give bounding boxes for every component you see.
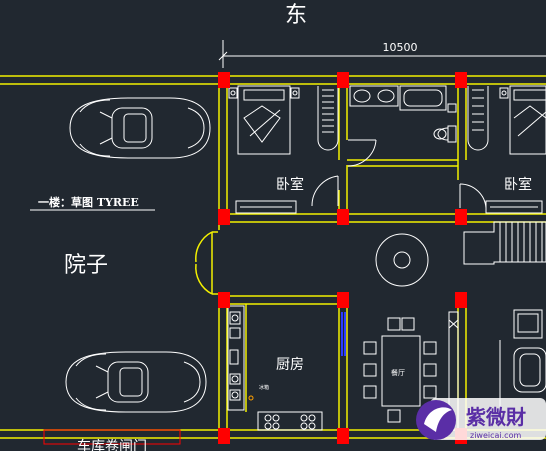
dining-table — [363, 317, 437, 423]
yard-label: 院子 — [64, 253, 108, 278]
floor-title: 一楼：草图 TYREE — [38, 195, 139, 209]
window-bedroom-right — [485, 200, 543, 214]
kitchen-small-note: 冰箱 — [259, 384, 269, 391]
gas-valve-icon — [248, 395, 254, 401]
dimension-line — [218, 40, 546, 68]
garage-door-label: 车库卷闸门 — [77, 438, 147, 451]
sofa-right — [499, 309, 546, 410]
structural-columns — [218, 72, 467, 444]
bedroom-left-label: 卧室 — [276, 176, 304, 193]
round-table — [375, 233, 429, 287]
car-bottom — [65, 351, 207, 413]
garage-door-box — [43, 429, 181, 445]
wardrobe-left — [317, 86, 339, 151]
door-bedroom-right — [459, 183, 487, 209]
window-bedroom-left — [235, 200, 297, 214]
watermark-logo-icon — [416, 400, 456, 440]
bathroom-fixtures — [349, 85, 457, 143]
watermark: 紫微財 ziweicai.com — [416, 398, 546, 440]
dining-label: 餐厅 — [391, 368, 405, 377]
staircase — [463, 221, 546, 265]
bed-left — [228, 85, 300, 155]
door-bathroom — [347, 139, 377, 167]
bedroom-right-label: 卧室 — [504, 176, 532, 193]
main-entrance-door — [195, 231, 218, 295]
wardrobe-right — [467, 86, 489, 151]
door-bedroom-left — [311, 175, 339, 207]
car-top — [69, 97, 211, 159]
kitchen-counter-left — [227, 305, 245, 411]
bed-right — [499, 85, 546, 155]
direction-label: 东 — [285, 3, 307, 28]
watermark-url: ziweicai.com — [470, 431, 521, 440]
kitchen-counter-bottom — [257, 411, 323, 431]
watermark-text: 紫微財 — [466, 405, 526, 429]
dimension-label: 10500 — [383, 41, 418, 54]
house-walls — [218, 84, 546, 430]
window-kitchen-blue — [341, 312, 346, 356]
kitchen-label: 厨房 — [276, 357, 304, 373]
